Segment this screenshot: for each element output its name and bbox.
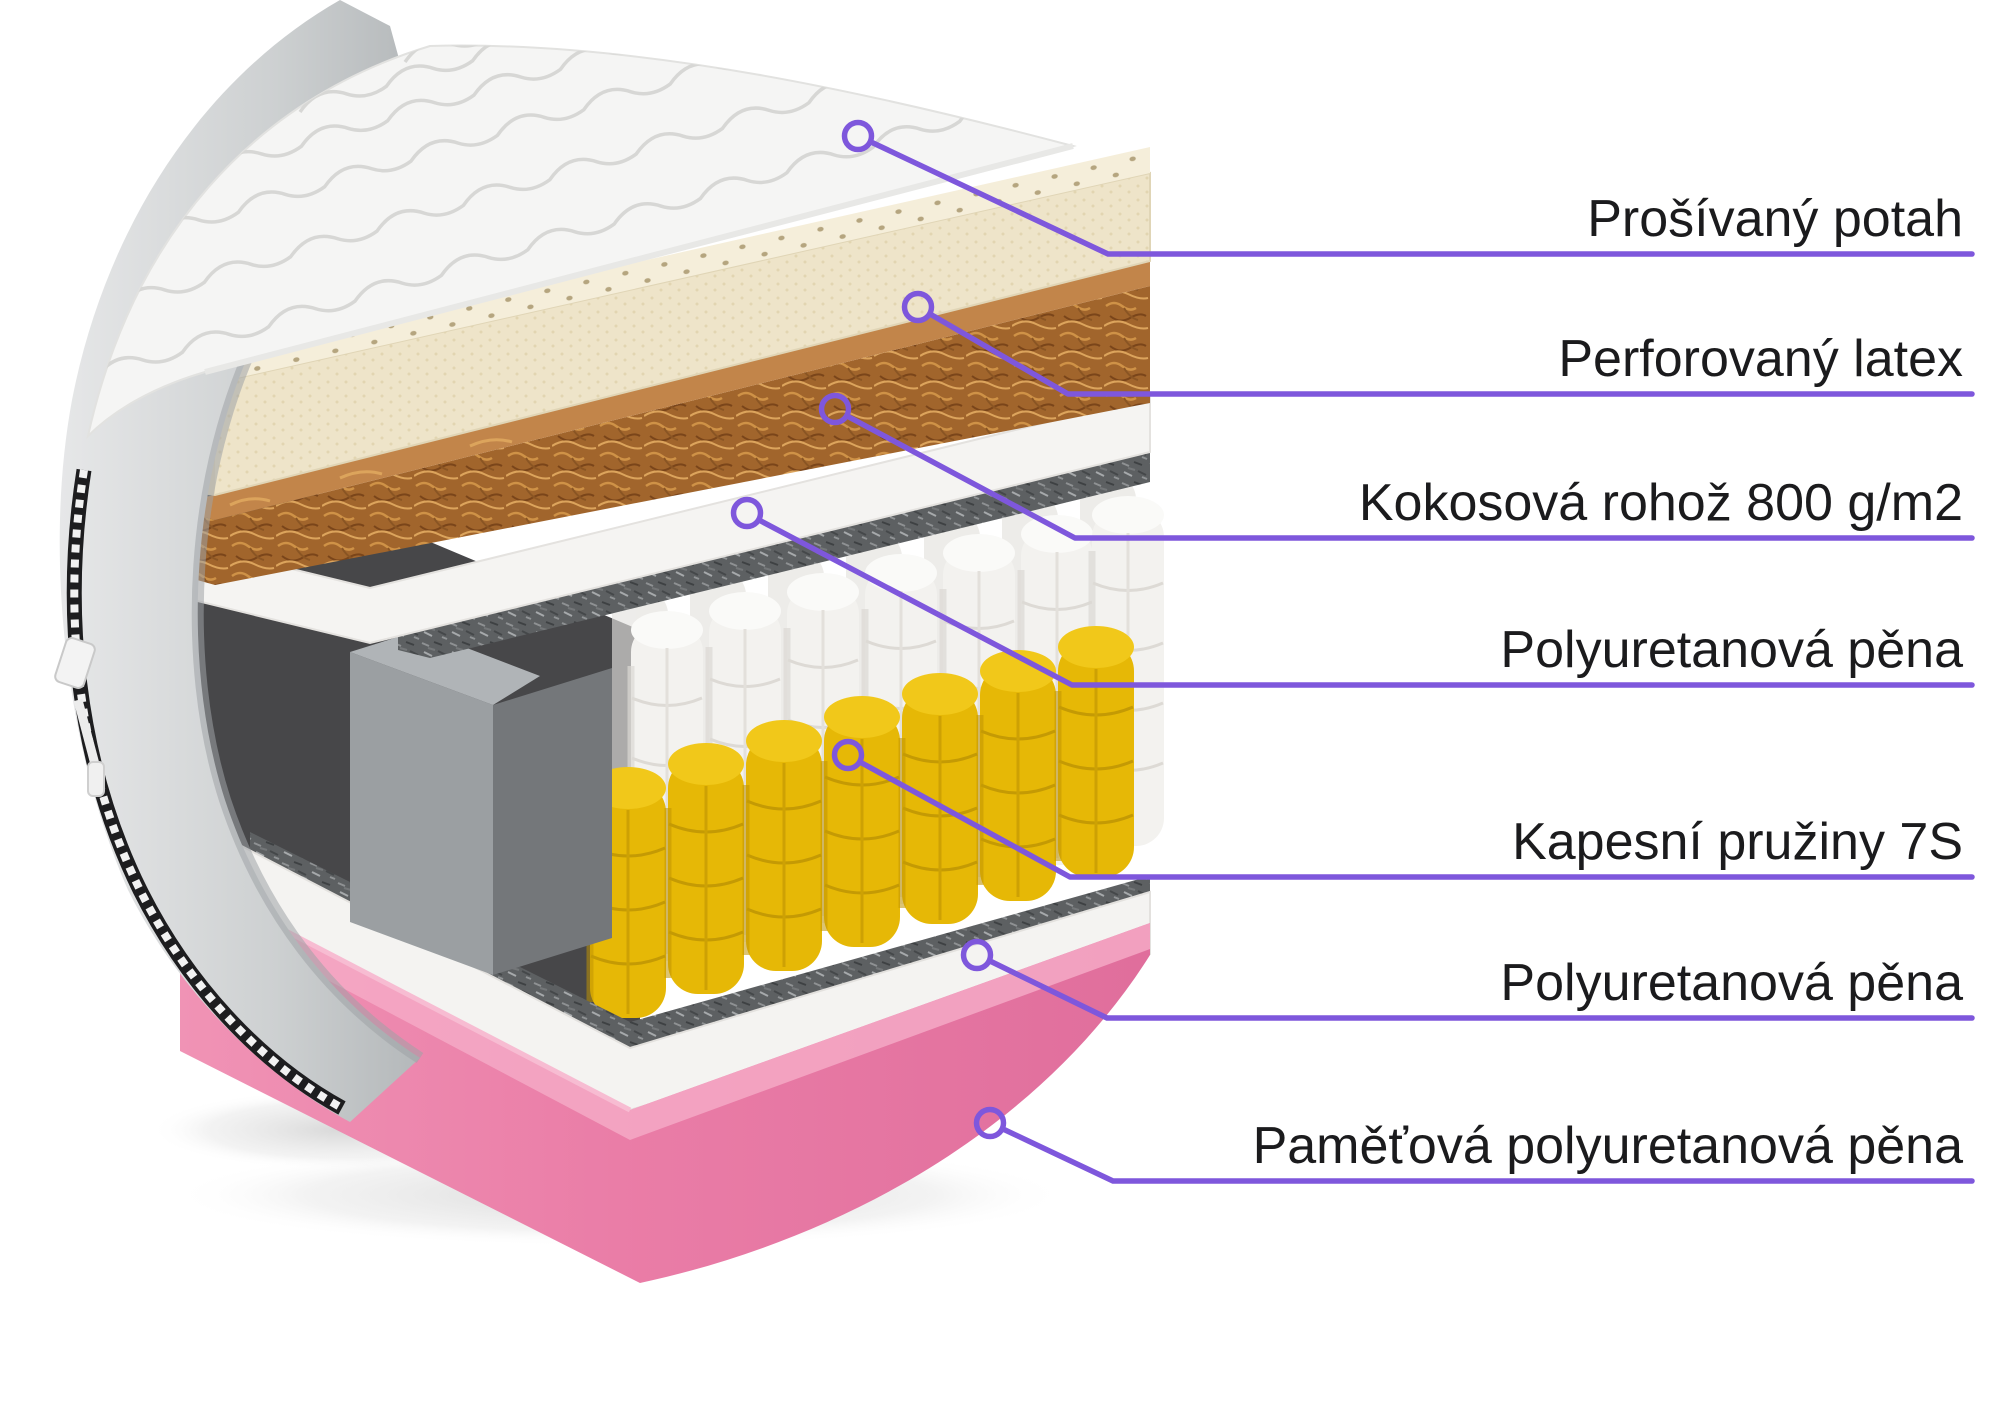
leader-kokosova-rohoz — [818, 392, 1975, 541]
layer-label-springs: Kapesní pružiny 7S — [1512, 813, 1963, 871]
layer-label-foam-top: Polyuretanová pěna — [1500, 621, 1963, 679]
marker-circle — [730, 496, 764, 530]
marker-circle — [818, 392, 852, 426]
felt-layer-top — [398, 452, 1150, 658]
coconut-layer — [190, 261, 1150, 585]
leader-pametova-pena — [973, 1106, 1975, 1184]
marker-circle — [831, 738, 865, 772]
layer-label-coconut: Kokosová rohož 800 g/m2 — [1358, 474, 1963, 532]
layer-label-foam-bottom: Polyuretanová pěna — [1500, 954, 1963, 1012]
layer-label-latex: Perforovaný latex — [1558, 330, 1963, 388]
leader-polyuretanova-pena-2 — [960, 938, 1975, 1021]
leader-polyuretanova-pena-1 — [730, 496, 1975, 688]
marker-circle — [960, 938, 994, 972]
pocket-springs — [590, 475, 1164, 1018]
zipper — [54, 468, 346, 1115]
leader-perforovany-latex — [901, 290, 1975, 397]
quilted-cover-layer — [86, 44, 1077, 440]
leader-kapesni-pruziny — [831, 738, 1975, 880]
side-foam-block — [350, 630, 612, 975]
marker-circle — [973, 1106, 1007, 1140]
marker-circle — [841, 119, 875, 153]
leader-lines — [730, 119, 1975, 1184]
leader-prosivany-potah — [841, 119, 1975, 257]
layer-label-memory-foam: Paměťová polyuretanová pěna — [1252, 1117, 1963, 1175]
layer-label-quilted-cover: Prošívaný potah — [1587, 190, 1963, 248]
marker-circle — [901, 290, 935, 324]
